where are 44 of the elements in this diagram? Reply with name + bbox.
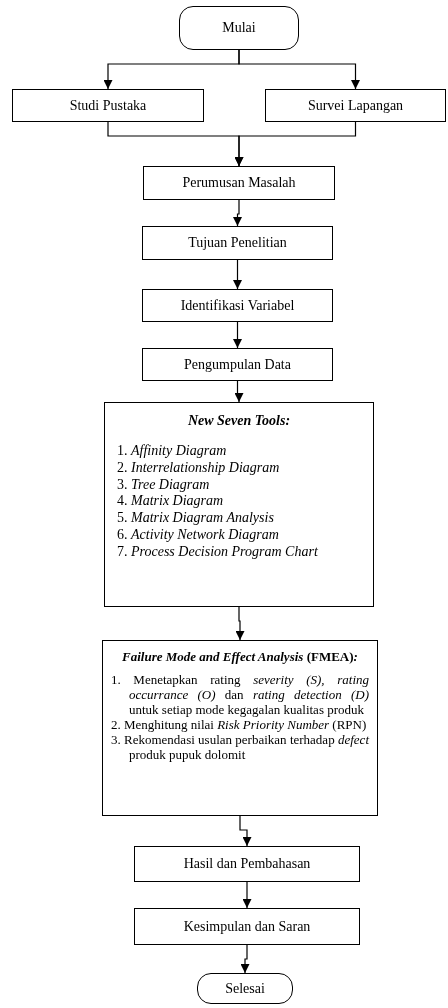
arrow — [234, 380, 244, 403]
process-box — [104, 402, 374, 607]
list-item: 2. Menghitung nilai Risk Priority Number (RPN) — [111, 717, 368, 733]
arrow — [235, 606, 245, 641]
arrow — [238, 49, 360, 90]
terminal-shape — [179, 6, 299, 50]
arrow — [239, 815, 252, 847]
list-item: 1. Affinity Diagram — [117, 443, 228, 460]
list-item: 5. Matrix Diagram Analysis — [117, 510, 275, 527]
step-label: Studi Pustaka — [69, 97, 147, 114]
step-label: Kesimpulan dan Saran — [183, 918, 311, 935]
list-item: 3. Rekomendasi usulan perbaikan terhadap defect produk pupuk dolomit — [111, 732, 369, 763]
heading: New Seven Tools: — [186, 413, 292, 429]
list-item: 7. Process Decision Program Chart — [117, 543, 319, 561]
arrow — [242, 881, 252, 909]
step-label: Identifikasi Variabel — [180, 297, 295, 314]
list-item: 3. Tree Diagram — [117, 476, 211, 494]
step-label: Selesai — [225, 980, 265, 997]
arrow — [233, 321, 242, 349]
list-item: 6. Activity Network Diagram — [117, 527, 280, 544]
process-box — [134, 908, 360, 945]
list-item: 2. Interrelationship Diagram — [117, 459, 281, 477]
step-label: Survei Lapangan — [307, 97, 404, 114]
arrow — [240, 944, 250, 974]
terminal-shape — [197, 973, 293, 1004]
process-box — [142, 289, 333, 322]
step-label: Tujuan Penelitian — [188, 235, 287, 251]
step-label: Mulai — [222, 20, 256, 36]
process-box — [142, 348, 333, 381]
list-item: 4. Matrix Diagram — [117, 493, 225, 511]
arrow — [233, 259, 242, 290]
process-box — [142, 226, 333, 260]
process-box — [265, 89, 446, 122]
heading: Failure Mode and Effect Analysis (FMEA): — [121, 649, 359, 665]
step-label: Hasil dan Pembahasan — [183, 856, 311, 872]
process-box — [102, 640, 378, 816]
process-box — [143, 166, 335, 200]
arrow — [233, 199, 242, 227]
step-label: Perumusan Masalah — [182, 175, 296, 191]
list-item: 1. Menetapkan rating severity (S), rating occurrance (O) dan rating detection (D) untuk setiap mode kegagalan kualitas produk — [111, 673, 369, 718]
step-label: Pengumpulan Data — [184, 356, 291, 373]
process-box — [12, 89, 204, 122]
process-box — [134, 846, 360, 882]
arrow — [234, 121, 357, 167]
